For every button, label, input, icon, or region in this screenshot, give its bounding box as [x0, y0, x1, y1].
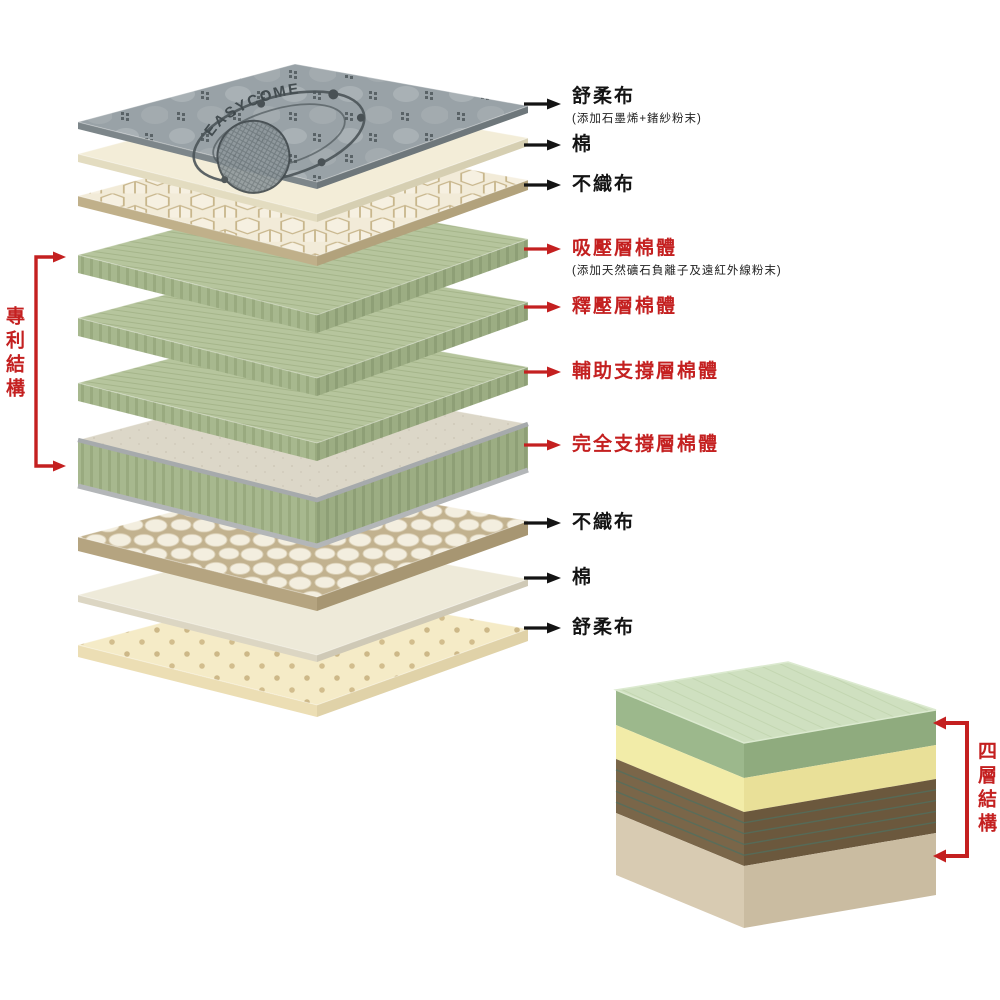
layer-label-soft-fabric-top: 舒柔布 (添加石墨烯+鍺紗粉末) [572, 86, 702, 126]
callout-arrows-group [524, 98, 561, 634]
layer-label-text: 不織布 [572, 512, 636, 533]
layer-label-text: 不織布 [572, 174, 636, 195]
layer-label-text: 吸壓層棉體 [572, 238, 678, 259]
layer-label-soft-fabric-bottom: 舒柔布 [572, 617, 635, 638]
layer-label-nonwoven-top: 不織布 [572, 174, 635, 195]
patent-structure-label: 專利結構 [3, 306, 24, 402]
layer-label-cotton-top: 棉 [572, 134, 593, 155]
layer-label-text: 釋壓層棉體 [572, 296, 678, 317]
layer-sublabel-text: (添加天然礦石負離子及遠紅外線粉末) [572, 265, 782, 277]
layer-label-nonwoven-bottom: 不織布 [572, 512, 635, 533]
layer-label-text: 棉 [572, 134, 594, 155]
layer-label-text: 棉 [572, 567, 594, 588]
four-layer-cube-group [613, 661, 969, 928]
layer-label-text: 輔助支撐層棉體 [572, 361, 720, 382]
exploded-stack-group: EASYCOME [76, 63, 530, 717]
layer-label-text: 舒柔布 [572, 86, 636, 107]
four-layer-bracket [933, 716, 969, 863]
layer-label-text: 舒柔布 [572, 617, 636, 638]
layer-sublabel-text: (添加石墨烯+鍺紗粉末) [572, 113, 702, 125]
layer-label-text: 完全支撐層棉體 [572, 434, 720, 455]
layer-label-cotton-bottom: 棉 [572, 567, 593, 588]
four-layer-structure-label: 四層結構 [975, 741, 996, 837]
layer-label-pressure-absorb: 吸壓層棉體 (添加天然礦石負離子及遠紅外線粉末) [572, 238, 782, 278]
layer-label-aux-support: 輔助支撐層棉體 [572, 361, 719, 382]
layer-label-pressure-release: 釋壓層棉體 [572, 296, 677, 317]
layer-label-full-support: 完全支撐層棉體 [572, 434, 719, 455]
patent-structure-bracket [34, 251, 66, 472]
